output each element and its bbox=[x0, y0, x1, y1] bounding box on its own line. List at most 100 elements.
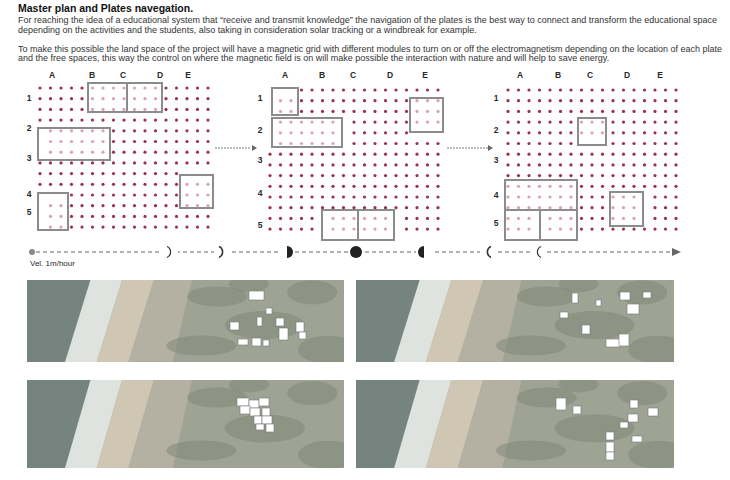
grid-dot bbox=[154, 140, 157, 143]
grid-dot bbox=[331, 88, 334, 91]
grid-dot bbox=[384, 153, 387, 156]
plate bbox=[410, 98, 443, 132]
grid-dot bbox=[580, 174, 583, 177]
grid-dot bbox=[506, 110, 509, 113]
grid-dot bbox=[196, 204, 199, 207]
grid-dot bbox=[91, 183, 94, 186]
grid-dot bbox=[154, 204, 157, 207]
column-letter: B bbox=[319, 70, 325, 80]
grid-dot bbox=[405, 163, 408, 166]
grid-dot bbox=[527, 185, 530, 188]
grid-dot bbox=[394, 153, 397, 156]
grid-dot bbox=[49, 108, 52, 111]
grid-dot bbox=[415, 217, 418, 220]
grid-dot bbox=[580, 217, 583, 220]
grid-dot bbox=[112, 215, 115, 218]
grid-dot bbox=[643, 163, 646, 166]
grid-dot bbox=[80, 161, 83, 164]
grid-dot bbox=[664, 142, 667, 145]
grid-dot bbox=[133, 161, 136, 164]
grid-dot bbox=[426, 228, 429, 231]
grid-dot bbox=[426, 206, 429, 209]
grid-dot bbox=[405, 131, 408, 134]
grid-dot bbox=[611, 153, 614, 156]
grid-dot bbox=[321, 206, 324, 209]
grid-dot bbox=[548, 217, 551, 220]
grid-dot bbox=[49, 86, 52, 89]
grid-dot bbox=[517, 131, 520, 134]
grid-dot bbox=[643, 228, 646, 231]
grid-dot bbox=[363, 163, 366, 166]
grid-dot bbox=[601, 110, 604, 113]
grid-dot bbox=[310, 88, 313, 91]
grid-dot bbox=[321, 88, 324, 91]
grid-dot bbox=[164, 161, 167, 164]
grid-dot bbox=[559, 121, 562, 124]
grid-dot bbox=[664, 185, 667, 188]
grid-dot bbox=[185, 183, 188, 186]
sequence-arrow bbox=[215, 145, 257, 151]
grid-dot bbox=[154, 215, 157, 218]
plate bbox=[252, 338, 261, 346]
grid-dot bbox=[643, 110, 646, 113]
grid-dot bbox=[206, 119, 209, 122]
grid-dot bbox=[70, 172, 73, 175]
grid-dot bbox=[643, 174, 646, 177]
grid-dot bbox=[310, 131, 313, 134]
plate bbox=[257, 317, 262, 326]
grid-dot bbox=[164, 183, 167, 186]
grid-dot bbox=[196, 129, 199, 132]
grid-dot bbox=[122, 183, 125, 186]
plate bbox=[256, 424, 264, 430]
grid-dot bbox=[601, 99, 604, 102]
grid-dot bbox=[133, 129, 136, 132]
grid-dot bbox=[70, 140, 73, 143]
grid-dot bbox=[664, 153, 667, 156]
grid-dot bbox=[321, 185, 324, 188]
plate bbox=[238, 339, 248, 345]
grid-dot bbox=[342, 153, 345, 156]
grid-dot bbox=[664, 195, 667, 198]
grid-dot bbox=[527, 110, 530, 113]
grid-dot bbox=[300, 99, 303, 102]
grid-dot bbox=[506, 88, 509, 91]
grid-dot bbox=[590, 153, 593, 156]
grid-dot bbox=[38, 161, 41, 164]
grid-dot bbox=[112, 204, 115, 207]
grid-dot bbox=[91, 119, 94, 122]
grid-dot bbox=[352, 131, 355, 134]
plate bbox=[582, 325, 590, 334]
grid-dot bbox=[373, 110, 376, 113]
grid-dot bbox=[569, 153, 572, 156]
column-letter: E bbox=[185, 70, 191, 80]
grid-dot bbox=[632, 228, 635, 231]
grid-dot bbox=[342, 195, 345, 198]
plate bbox=[249, 291, 264, 300]
grid-dot bbox=[59, 151, 62, 154]
grid-dot bbox=[352, 185, 355, 188]
grid-dot bbox=[164, 129, 167, 132]
grid-dot bbox=[206, 151, 209, 154]
grid-dot bbox=[632, 163, 635, 166]
aerial-photo bbox=[27, 280, 344, 362]
grid-dot bbox=[196, 97, 199, 100]
row-number: 5 bbox=[494, 218, 499, 228]
grid-dot bbox=[538, 153, 541, 156]
grid-dot bbox=[674, 163, 677, 166]
grid-dot bbox=[405, 228, 408, 231]
grid-dot bbox=[70, 151, 73, 154]
grid-dot bbox=[632, 153, 635, 156]
grid-dot bbox=[196, 86, 199, 89]
grid-dot bbox=[80, 97, 83, 100]
grid-dot bbox=[91, 86, 94, 89]
grid-dot bbox=[415, 174, 418, 177]
grid-dot bbox=[80, 193, 83, 196]
grid-dot bbox=[643, 153, 646, 156]
grid-dot bbox=[405, 99, 408, 102]
grid-dot bbox=[622, 163, 625, 166]
grid-dot bbox=[436, 217, 439, 220]
grid-dot bbox=[373, 99, 376, 102]
grid-dot bbox=[394, 185, 397, 188]
grid-dot bbox=[580, 228, 583, 231]
grid-dot bbox=[373, 163, 376, 166]
